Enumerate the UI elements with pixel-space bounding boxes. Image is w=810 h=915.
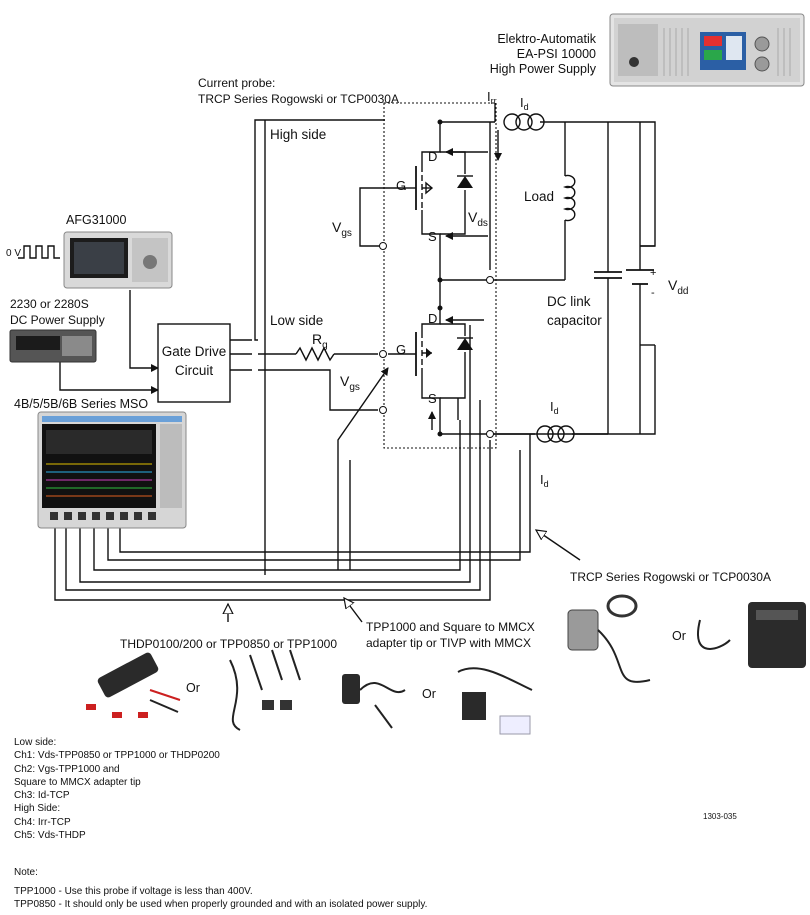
low-side-label: Low side [270, 313, 323, 328]
high-side-drain-label: D [428, 149, 437, 164]
gate-drive-box [157, 323, 231, 403]
id-top-label: Id [520, 95, 529, 112]
high-power-supply [609, 13, 805, 87]
high-side-label: High side [270, 127, 326, 142]
trcp-probe-arrow [536, 530, 581, 561]
tpp1000-probe-image [342, 674, 406, 729]
channel-line: Ch5: Vds-THDP [14, 830, 86, 842]
irr-label: Irr [487, 89, 497, 106]
current-probe-label-line2: TRCP Series Rogowski or TCP0030A [198, 92, 399, 106]
mso-label: 4B/5/5B/6B Series MSO [14, 397, 148, 411]
irr-current-probe-symbol [503, 113, 545, 131]
current-probe-label-line1: Current probe: [198, 76, 275, 90]
circuit-nodes [379, 119, 494, 438]
tcp-probe-image [697, 602, 806, 668]
thdp-probe-label: THDP0100/200 or TPP0850 or TPP1000 [120, 637, 337, 651]
low-side-source-label: S [428, 391, 437, 406]
channel-line: Ch3: Id-TCP [14, 790, 70, 802]
zero-volt-label: 0 V [6, 248, 21, 259]
load-label: Load [524, 189, 554, 204]
or-label-1: Or [672, 629, 686, 643]
supply-label-line3: High Power Supply [490, 62, 597, 76]
battery-minus: - [651, 287, 655, 299]
dc-supply-label-line1: 2230 or 2280S [10, 297, 89, 311]
high-side-source-label: S [428, 229, 437, 244]
tpp-probe-kit-image [229, 649, 301, 731]
supply-label-line2: EA-PSI 10000 [517, 47, 596, 61]
afg31000-instrument [63, 231, 173, 289]
high-side-gate-label: G [396, 178, 406, 193]
or-label-2: Or [186, 681, 200, 695]
tpp-probe-label-line2: adapter tip or TIVP with MMCX [366, 636, 531, 650]
note-tpp1000: TPP1000 - Use this probe if voltage is l… [14, 886, 253, 897]
channel-line: Square to MMCX adapter tip [14, 776, 141, 788]
id-probe-label: Id [540, 472, 549, 489]
thdp-probe-image [86, 652, 181, 718]
gate-drive-label-line2: Circuit [175, 363, 214, 378]
dc-link-label-line1: DC link [547, 294, 591, 309]
id-bottom-label: Id [550, 399, 559, 416]
low-side-vgs-label: Vgs [340, 373, 360, 393]
gate-resistor-label: Rg [312, 331, 328, 351]
dc-supply-label-line2: DC Power Supply [10, 313, 105, 327]
vdd-label: Vdd [668, 277, 688, 297]
or-label-3: Or [422, 687, 436, 701]
supply-label-line1: Elektro-Automatik [497, 32, 596, 46]
tpp-probe-arrow [344, 598, 363, 623]
low-side-gate-label: G [396, 342, 406, 357]
square-wave-icon [18, 245, 60, 259]
battery-plus: + [650, 267, 656, 279]
channel-list: Low side: Ch1: Vds-TPP0850 or TPP1000 or… [14, 736, 220, 842]
channel-line: Low side: [14, 737, 57, 748]
mso-oscilloscope [37, 411, 187, 529]
dc-link-label-line2: capacitor [547, 313, 602, 328]
high-side-vds-label: Vds [468, 209, 488, 229]
channel-line: High Side: [14, 803, 61, 815]
rogowski-probe-image [567, 594, 651, 683]
dc-power-supply-instrument [9, 329, 97, 363]
probe-note: Note: TPP1000 - Use this probe if voltag… [14, 866, 427, 911]
load-inductor [562, 174, 576, 222]
tivp-probe-image [457, 667, 533, 735]
low-side-drain-label: D [428, 311, 437, 326]
tpp-probe-label-line1: TPP1000 and Square to MMCX [366, 620, 535, 634]
high-side-vgs-label: Vgs [332, 219, 352, 239]
gate-drive-label-line1: Gate Drive [162, 344, 227, 359]
note-title: Note: [14, 867, 38, 878]
id-current-probe-symbol [536, 425, 575, 443]
figure-code: 1303-035 [703, 812, 737, 821]
afg-label: AFG31000 [66, 213, 127, 227]
channel-line: Ch2: Vgs-TPP1000 and [14, 763, 120, 775]
note-tpp0850: TPP0850 - It should only be used when pr… [14, 899, 428, 910]
channel-line: Ch4: Irr-TCP [14, 816, 71, 828]
trcp-probe-label: TRCP Series Rogowski or TCP0030A [570, 570, 771, 584]
channel-line: Ch1: Vds-TPP0850 or TPP1000 or THDP0200 [14, 750, 220, 762]
